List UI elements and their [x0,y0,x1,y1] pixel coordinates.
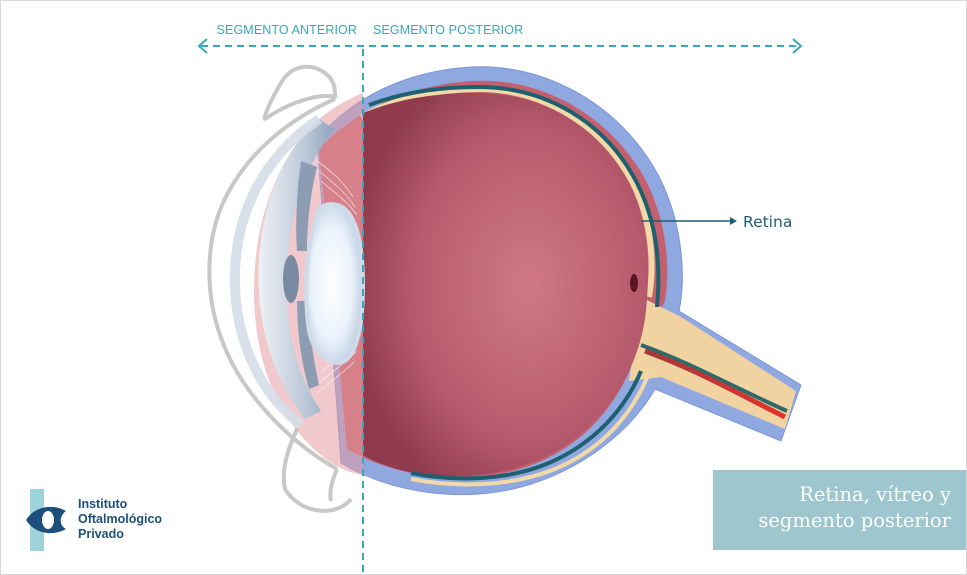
eye-logo-icon [26,489,66,551]
logo-text: Instituto Oftalmológico Privado [78,497,162,542]
pupil [283,255,299,303]
logo: Instituto Oftalmológico Privado [26,489,226,551]
caption-line-1: Retina, vítreo y [799,483,951,506]
logo-line-1: Instituto [78,497,128,511]
vitreous-body [363,93,648,477]
logo-line-3: Privado [78,527,124,541]
retina-pointer-arrowhead [730,217,737,225]
cornea [258,119,335,419]
anterior-segment-label: SEGMENTO ANTERIOR [217,23,357,37]
optic-nerve-vessel-red [644,348,787,420]
iris-upper [296,161,317,251]
retina-line [368,84,661,308]
iris-lower [297,301,319,389]
cornea-outer [229,114,322,429]
posterior-segment-label: SEGMENTO POSTERIOR [373,23,523,37]
caption-box: Retina, vítreo y segmento posterior [713,470,966,550]
logo-line-2: Oftalmológico [78,512,163,526]
caption-line-2: segmento posterior [758,509,951,532]
retina-layer-band [359,85,655,298]
fovea [630,274,638,292]
optic-nerve-vessel [640,343,788,413]
double-headed-dashed-arrow-icon [197,38,803,54]
retina-line-lower [410,370,643,481]
retina-label: Retina [743,213,792,231]
retina-band-lower [410,372,651,487]
lens [304,202,366,366]
eyelids [207,64,353,513]
